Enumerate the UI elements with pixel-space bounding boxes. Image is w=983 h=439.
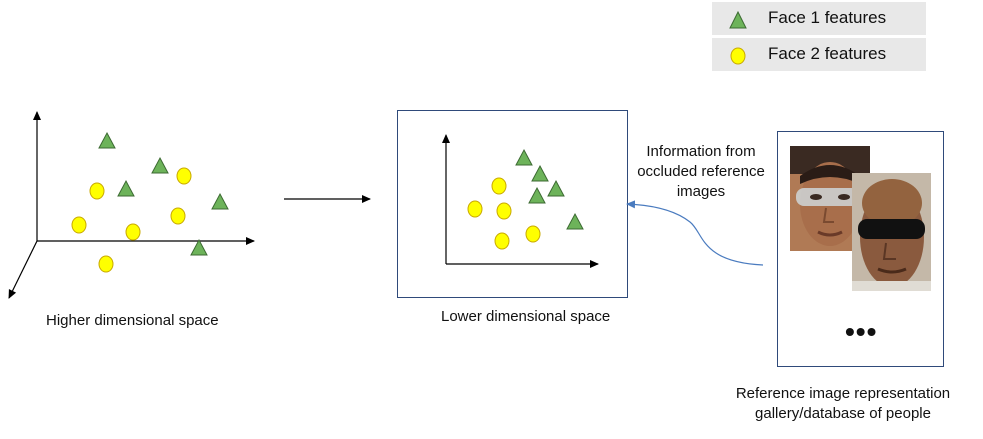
legend-item-face2: Face 2 features [712, 38, 926, 71]
higher-space-caption: Higher dimensional space [46, 312, 219, 329]
lower-space-axes [442, 134, 599, 268]
face1-point [566, 212, 584, 230]
face2-point [525, 225, 541, 243]
occluded-info-line-2: occluded reference [637, 163, 765, 180]
circle-icon [730, 47, 746, 65]
lower-space-caption: Lower dimensional space [441, 308, 611, 325]
occluded-info-line-1: Information from [646, 143, 756, 160]
face1-point [151, 156, 169, 174]
legend-item-face1: Face 1 features [712, 2, 926, 35]
face1-point [547, 179, 565, 197]
legend-label-face2: Face 2 features [768, 44, 887, 63]
face2-point [176, 167, 192, 185]
face1-point [190, 238, 208, 256]
face1-point [211, 192, 229, 210]
lower-space-panel [397, 110, 628, 298]
reference-face-2 [852, 173, 931, 291]
face2-point [71, 216, 87, 234]
higher-space-axes [8, 111, 255, 299]
gallery-caption-line-1: Reference image representation [735, 385, 951, 402]
lower-space-points [467, 148, 584, 250]
face2-point [496, 202, 512, 220]
occluded-info-line-3: images [676, 183, 726, 200]
face1-point [528, 186, 546, 204]
face2-point [98, 255, 114, 273]
face2-point [170, 207, 186, 225]
legend-label-face1: Face 1 features [768, 8, 887, 27]
more-entries-indicator: ••• [845, 316, 878, 347]
face2-point [467, 200, 483, 218]
triangle-icon [729, 10, 747, 29]
occluded-info-arrow [626, 200, 764, 266]
occluded-info-caption: Information from occluded reference imag… [626, 142, 776, 202]
face2-point [89, 182, 105, 200]
face2-point [125, 223, 141, 241]
face1-point [531, 164, 549, 182]
gallery-caption: Reference image representation gallery/d… [712, 384, 974, 424]
face1-point [117, 179, 135, 197]
face2-point [494, 232, 510, 250]
face2-point [491, 177, 507, 195]
higher-space-points [71, 131, 229, 273]
reference-face-1 [790, 146, 870, 251]
face1-point [98, 131, 116, 149]
face1-point [515, 148, 533, 166]
gallery-caption-line-2: gallery/database of people [755, 405, 931, 422]
